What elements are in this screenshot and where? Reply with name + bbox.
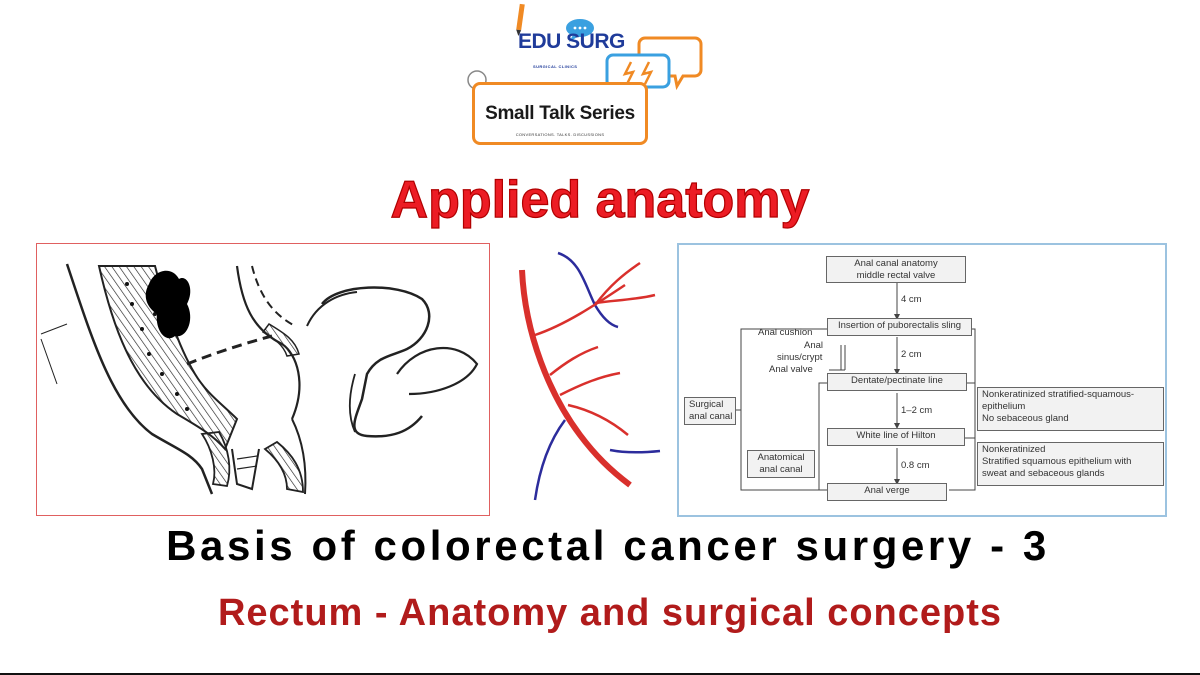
sagittal-pelvis-drawing — [40, 263, 479, 495]
edusurg-logo: EDU SURG SURGICAL CLINICS Small Talk Ser… — [465, 0, 715, 152]
logo-brand-text: EDU SURG — [518, 30, 625, 53]
box-dentate-line: Dentate/pectinate line — [827, 373, 967, 391]
distance-1-2cm: 1–2 cm — [901, 405, 933, 416]
main-title: Applied anatomy — [390, 170, 810, 229]
label-anal: Anal — [804, 340, 824, 351]
label-sinus-crypt: sinus/crypt — [777, 352, 823, 363]
distance-2cm: 2 cm — [901, 349, 922, 360]
logo-brand-subtext: SURGICAL CLINICS — [533, 64, 578, 69]
rectal-vessels-diagram — [519, 251, 661, 501]
label-anatomical-anal-canal: Anatomical anal canal — [747, 450, 815, 478]
blue-vein-right — [609, 448, 661, 454]
pelvic-anatomy-illustration — [36, 243, 490, 516]
box-white-line-hilton: White line of Hilton — [827, 428, 965, 446]
label-anal-valve: Anal valve — [769, 364, 813, 375]
anal-canal-flowchart: Anal canal anatomy middle rectal valve 4… — [677, 243, 1167, 517]
anatomical-line1: Anatomical — [757, 452, 805, 463]
note-upper-line1: Nonkeratinized stratified-squamous- — [982, 389, 1135, 400]
box-top-line2: middle rectal valve — [856, 270, 936, 281]
box-top-line1: Anal canal anatomy — [854, 258, 938, 269]
logo-graphics — [467, 3, 703, 104]
series-name: Small Talk Series — [485, 103, 635, 124]
note-lower-line2: Stratified squamous epithelium with — [982, 456, 1132, 467]
box-puborectalis: Insertion of puborectalis sling — [827, 318, 972, 336]
topic-subtitle: Rectum - Anatomy and surgical concepts — [217, 592, 1003, 634]
speech-bubble-orange-icon — [637, 36, 703, 91]
note-upper-line2: epithelium — [982, 401, 1026, 412]
anatomical-line2: anal canal — [759, 464, 803, 475]
chat-bubble-icon — [566, 19, 594, 42]
bottom-border — [0, 673, 1200, 675]
series-tagline: CONVERSATIONS. TALKS. DISCUSSIONS — [515, 132, 605, 137]
note-upper-line3: No sebaceous gland — [982, 413, 1069, 424]
flowchart-connectors — [734, 283, 976, 491]
note-upper-epithelium: Nonkeratinized stratified-squamous- epit… — [977, 387, 1164, 431]
surgical-line1: Surgical — [689, 399, 724, 410]
note-lower-epithelium: Nonkeratinized Stratified squamous epith… — [977, 442, 1164, 486]
distance-4cm: 4 cm — [901, 294, 922, 305]
distance-0-8cm: 0.8 cm — [901, 460, 930, 471]
small-talk-series-badge: Small Talk Series CONVERSATIONS. TALKS. … — [472, 82, 648, 145]
red-artery-main — [519, 269, 632, 488]
blue-vein-lower — [533, 419, 567, 501]
box-anal-canal-anatomy: Anal canal anatomy middle rectal valve — [826, 256, 966, 283]
box-anal-verge: Anal verge — [827, 483, 947, 501]
label-surgical-anal-canal: Surgical anal canal — [684, 397, 736, 425]
label-anal-cushion: Anal cushion — [758, 327, 813, 338]
note-lower-line3: sweat and sebaceous glands — [982, 468, 1105, 479]
series-subtitle: Basis of colorectal cancer surgery - 3 — [166, 522, 1050, 569]
note-lower-line1: Nonkeratinized — [982, 444, 1046, 455]
pencil-icon — [516, 3, 525, 36]
surgical-line2: anal canal — [689, 411, 733, 422]
